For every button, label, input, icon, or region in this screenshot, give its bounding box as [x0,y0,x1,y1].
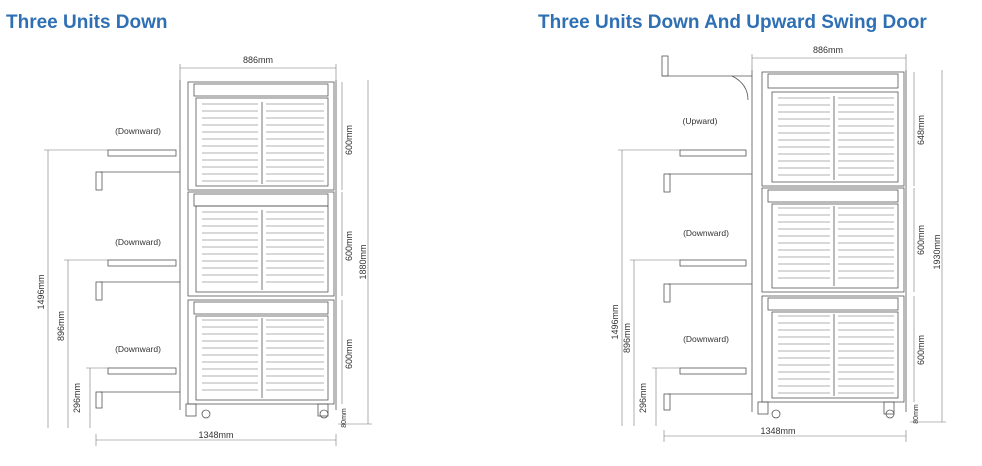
left-unit-bottom [187,299,335,405]
title-three-units-upward-door: Three Units Down And Upward Swing Door [538,12,927,33]
right-door-height-1: 1496mm [610,304,620,339]
right-depth-label: 1348mm [760,426,795,436]
left-foot-left [185,403,197,417]
right-foot-height-label: 80mm [913,404,920,424]
right-door-lowest [663,367,752,411]
left-door-height-2: 896mm [56,311,66,341]
left-depth-label: 1348mm [198,430,233,440]
right-door-top-upward [661,55,752,101]
left-unit-middle [187,191,335,297]
left-door-label-3: (Downward) [115,344,161,354]
left-foot-height-label: 80mm [341,408,348,428]
right-unit-height-label-bottom: 600mm [916,335,926,365]
left-door-label-1: (Downward) [115,126,161,136]
right-door-bottom [663,259,752,303]
left-door-height-1: 1496mm [36,274,46,309]
right-door-label-3: (Downward) [683,334,729,344]
right-total-height-label: 1930mm [932,234,942,269]
left-diagram [95,80,337,419]
right-unit-bottom [761,295,905,403]
right-door-middle [663,149,752,193]
right-diagram [661,55,907,419]
right-door-label-2: (Downward) [683,228,729,238]
title-three-units-down: Three Units Down [6,12,168,33]
left-door-height-3: 296mm [72,383,82,413]
right-width-label: 886mm [813,45,843,55]
right-door-height-2: 896mm [622,323,632,353]
right-door-height-3: 296mm [638,383,648,413]
left-door-middle [95,259,180,301]
right-unit-middle [761,187,905,293]
left-door-top [95,149,180,191]
right-foot-right [883,401,895,415]
right-door-label-1: (Upward) [683,116,718,126]
left-total-height-label: 1880mm [358,244,368,279]
right-dimensions [618,54,946,442]
left-dimensions [44,64,372,446]
left-unit-height-label-bottom: 600mm [344,339,354,369]
left-unit-height-label-top: 600mm [344,125,354,155]
right-foot-left [757,401,769,415]
right-top-unit-height-label: 648mm [916,115,926,145]
left-foot-right [317,403,329,417]
left-unit-top [187,81,335,191]
left-door-bottom [95,367,180,409]
left-width-label: 886mm [243,55,273,65]
left-door-label-2: (Downward) [115,237,161,247]
right-unit-height-label-middle: 600mm [916,225,926,255]
left-unit-height-label-middle: 600mm [344,231,354,261]
right-unit-top [761,71,905,187]
